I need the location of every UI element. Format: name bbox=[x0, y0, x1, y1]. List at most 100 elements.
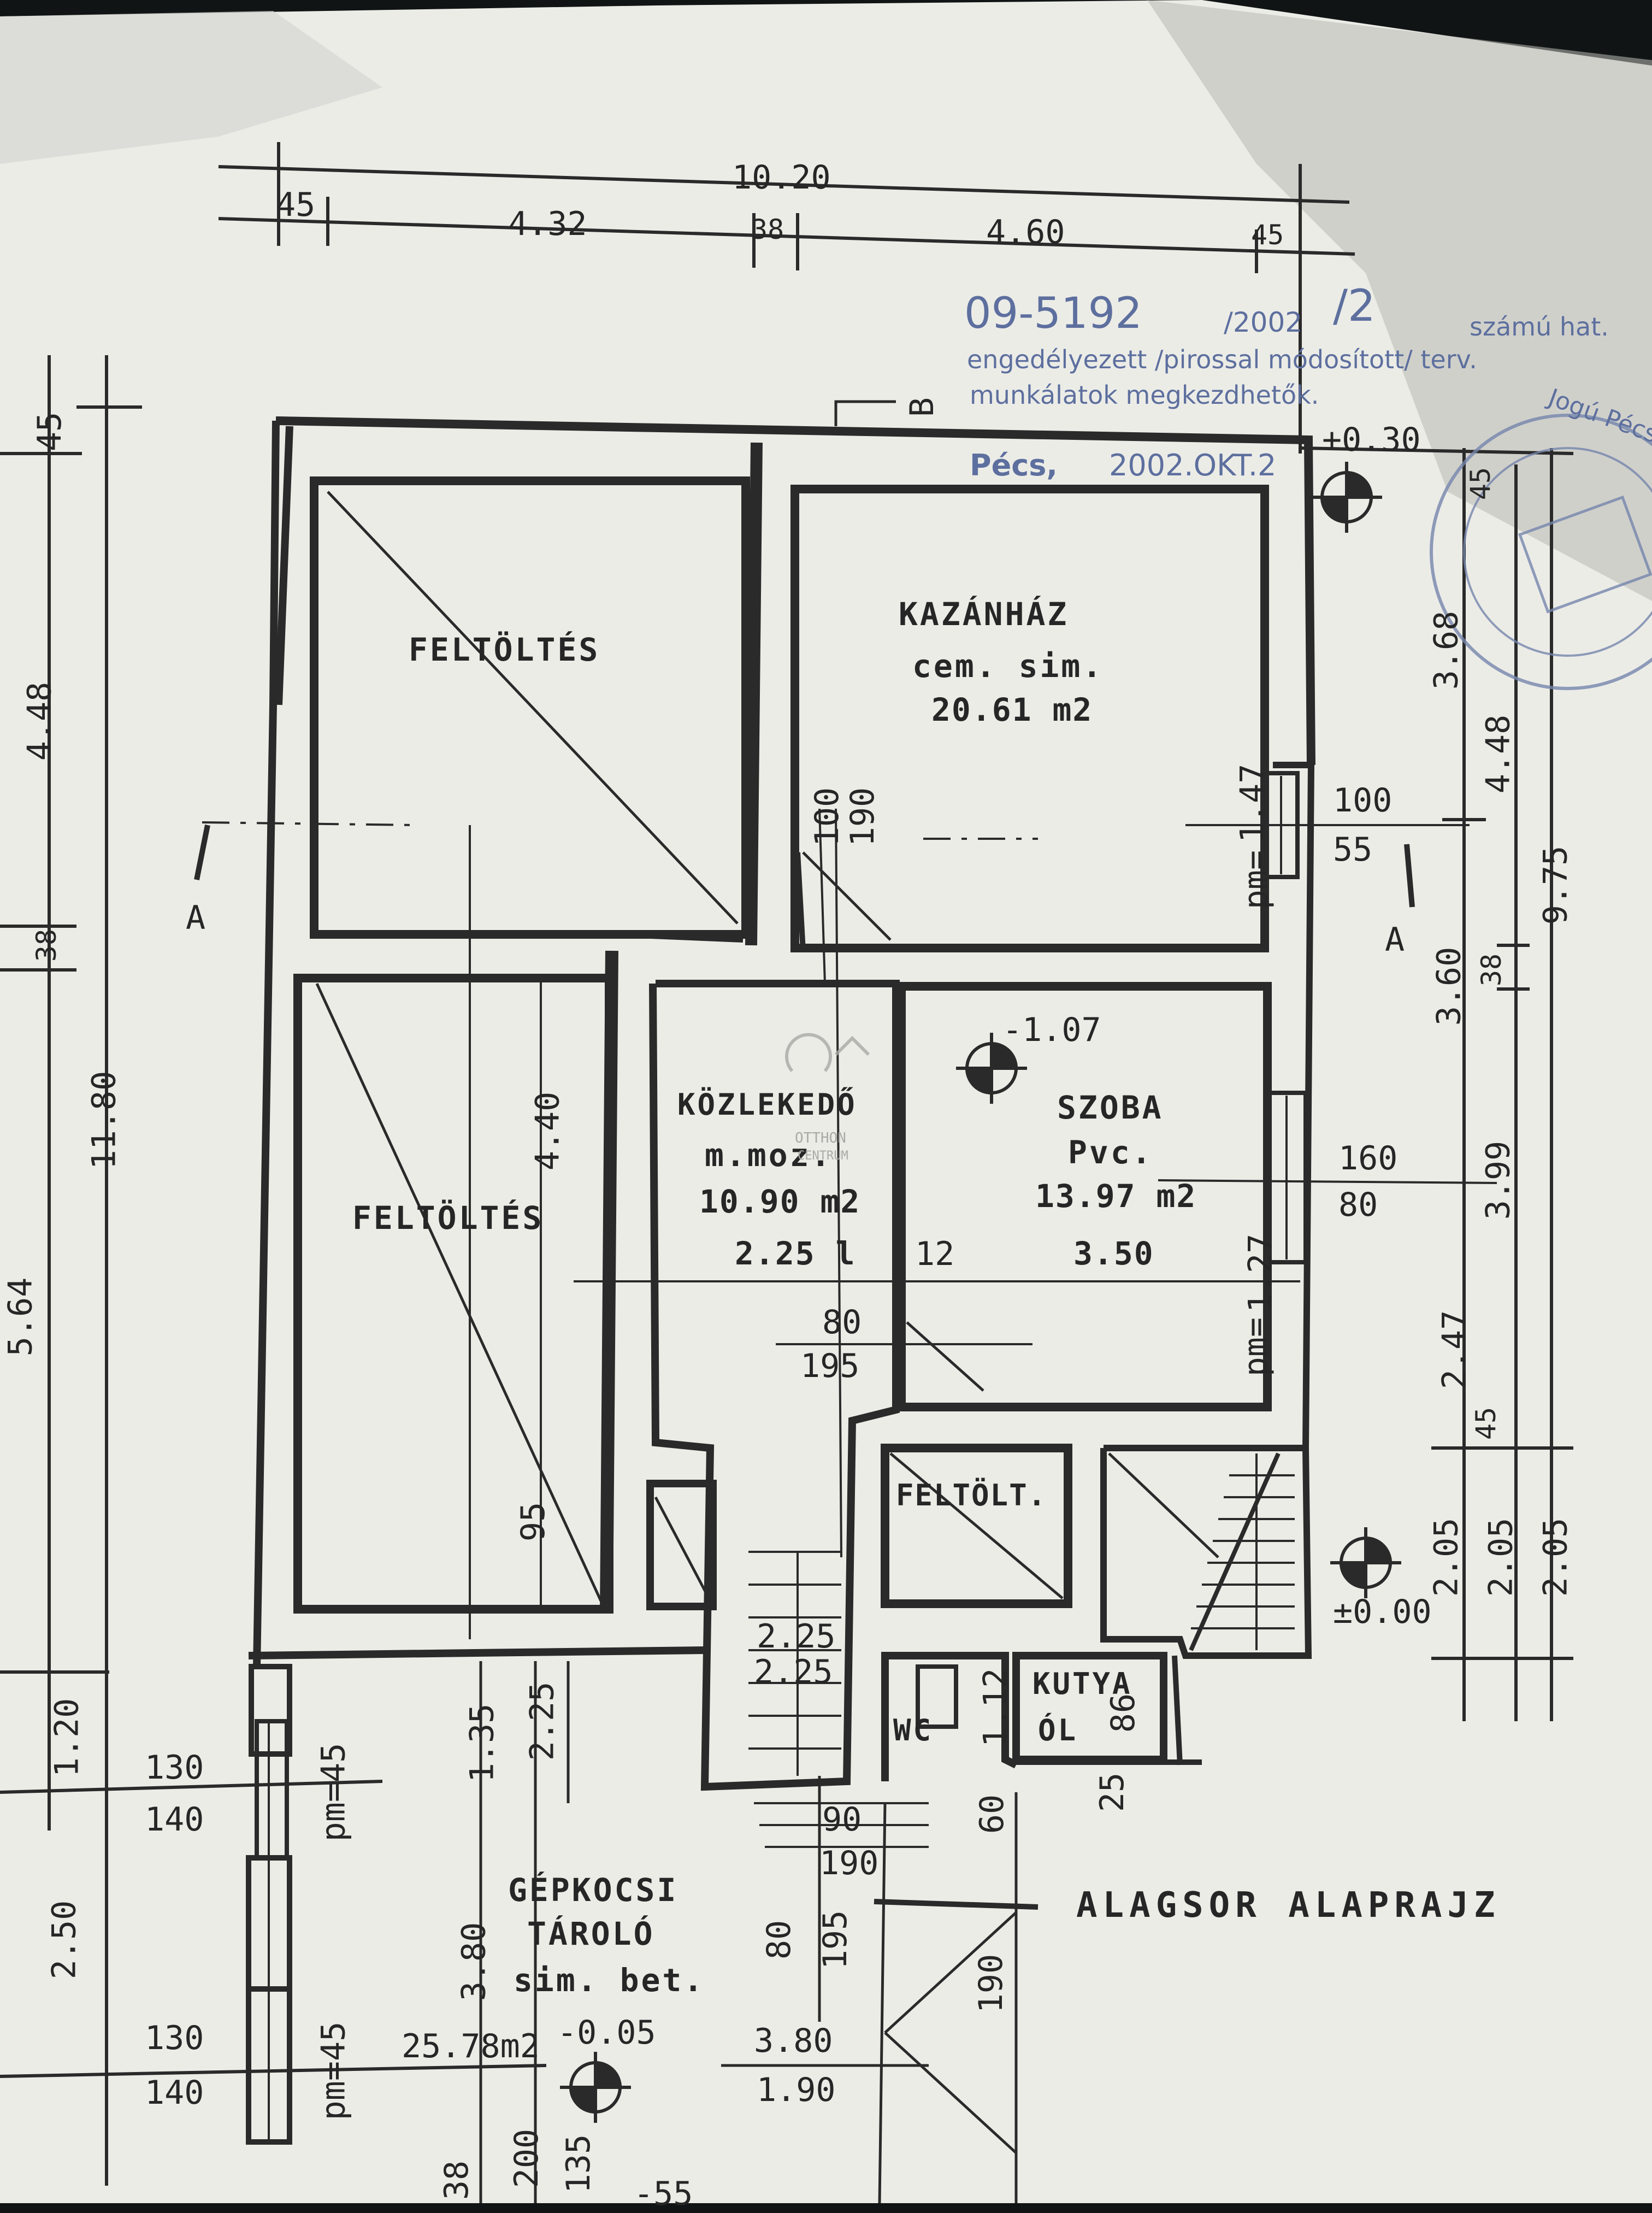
plan-title: ALAGSOR ALAPRAJZ bbox=[1076, 1885, 1501, 1926]
dim-190: 1.90 bbox=[757, 2071, 836, 2109]
dim-right-11: 2.05 bbox=[1536, 1517, 1575, 1597]
stamp-line2: engedélyezett /pirossal módosított/ terv… bbox=[967, 345, 1477, 374]
dim-right-5: 9.75 bbox=[1536, 845, 1575, 925]
room-kazanhaz bbox=[790, 485, 1269, 952]
dim-win-130b: 130 bbox=[145, 2019, 204, 2057]
stairs-center bbox=[748, 1551, 929, 1848]
room-area-kazanhaz: 20.61 m2 bbox=[931, 691, 1093, 728]
section-mark-a-left: A bbox=[186, 899, 206, 937]
dim-190-vert: 190 bbox=[972, 1953, 1011, 2014]
round-stamp bbox=[1430, 414, 1652, 690]
dim-kazan-100: 100 bbox=[1333, 781, 1393, 820]
room-label-kazanhaz: KAZÁNHÁZ bbox=[899, 596, 1069, 633]
room-label-kutya: KUTYA bbox=[1032, 1667, 1132, 1701]
watermark-line1: OTTHON bbox=[795, 1130, 846, 1146]
storage-box bbox=[646, 1480, 717, 1610]
dim-line-top-segments bbox=[218, 217, 1355, 256]
dim-right-7: 2.47 bbox=[1435, 1310, 1474, 1390]
level-top: +0.30 bbox=[1322, 421, 1421, 459]
dim-left-4: 5.64 bbox=[1, 1277, 40, 1357]
room-label-kozlekedo: KÖZLEKEDŐ bbox=[677, 1087, 857, 1122]
garage-label-2: TÁROLÓ bbox=[527, 1915, 655, 1952]
dim-top-seg-4: 45 bbox=[1251, 219, 1284, 251]
room-label-szoba: SZOBA bbox=[1057, 1089, 1164, 1126]
stamp-number: 09-5192 bbox=[964, 289, 1142, 338]
dim-right-6: 3.99 bbox=[1479, 1140, 1518, 1220]
dim-door-195: 195 bbox=[800, 1347, 860, 1385]
dim-right-3: 38 bbox=[1476, 953, 1508, 987]
paper-shadow-left bbox=[0, 11, 382, 164]
dim-12: 12 bbox=[915, 1235, 955, 1273]
dim-left-0: 45 bbox=[31, 411, 69, 452]
room-area-szoba: 13.97 m2 bbox=[1035, 1178, 1197, 1215]
dim-kazan-window: 1.47 bbox=[1233, 763, 1272, 843]
dim-szoba-80: 80 bbox=[1338, 1186, 1378, 1224]
level-ground: ±0.00 bbox=[1333, 1593, 1432, 1631]
dim-left-5: 1.20 bbox=[48, 1698, 86, 1778]
section-mark-a-right: A bbox=[1385, 921, 1405, 959]
dim-38: 38 bbox=[438, 2160, 476, 2200]
room-height-kozlekedo: 2.25 l bbox=[735, 1235, 856, 1272]
dim-kazan-pm: pm= bbox=[1237, 850, 1276, 910]
garage-label-1: GÉPKOCSI bbox=[508, 1871, 678, 1909]
room-wc bbox=[881, 1652, 1018, 1781]
stairs-right bbox=[1100, 1445, 1312, 1659]
room-feltolt-small bbox=[881, 1444, 1072, 1608]
garage-level: -0.05 bbox=[557, 2014, 656, 2052]
watermark-line2: CENTRUM bbox=[798, 1149, 848, 1163]
dim-left-2: 38 bbox=[31, 928, 63, 962]
dim-200: 200 bbox=[508, 2128, 546, 2188]
dim-stair-225: 2.25 bbox=[757, 1617, 836, 1656]
dim-left-6: 2.50 bbox=[45, 1900, 84, 1980]
dim-195-vert: 195 bbox=[816, 1910, 855, 1970]
dim-szoba-160: 160 bbox=[1338, 1139, 1398, 1178]
stamp-year: /2002 bbox=[1224, 307, 1303, 338]
dim-right-8: 45 bbox=[1470, 1406, 1502, 1440]
dim-95: 95 bbox=[514, 1502, 553, 1542]
dim-right-0: 45 bbox=[1465, 467, 1497, 501]
dim-win-140a: 140 bbox=[145, 1800, 204, 1839]
stamp-line3: munkálatok megkezdhetők. bbox=[970, 380, 1319, 410]
dim-door-80: 80 bbox=[822, 1303, 862, 1341]
dim-left-3: 11.80 bbox=[85, 1070, 123, 1170]
stamp-date: 2002.OKT.2 bbox=[1109, 448, 1277, 482]
dim-top-total: 10.20 bbox=[732, 158, 831, 197]
dim-80-vert: 80 bbox=[760, 1920, 799, 1960]
room-label-ol: ÓL bbox=[1038, 1713, 1078, 1747]
dim-25: 25 bbox=[1093, 1772, 1132, 1812]
level-symbol-garage bbox=[560, 2052, 631, 2123]
room-area-kozlekedo: 10.90 m2 bbox=[699, 1183, 861, 1220]
stamp-suffix: számú hat. bbox=[1470, 312, 1609, 342]
room-floor-szoba: Pvc. bbox=[1068, 1134, 1153, 1171]
room-kozlekedo bbox=[649, 980, 900, 1791]
garage-walls bbox=[246, 1664, 292, 2145]
stamp-city: Pécs, bbox=[970, 448, 1058, 482]
room-label-wc: WC bbox=[893, 1713, 934, 1747]
dim-380-vert: 3.80 bbox=[455, 1922, 493, 2002]
outer-wall bbox=[275, 416, 1315, 766]
dim-szoba-pm: pm= bbox=[1237, 1317, 1276, 1377]
room-label-feltoltes-left: FELTÖLTÉS bbox=[352, 1199, 544, 1237]
dim-right-2: 4.48 bbox=[1479, 714, 1518, 794]
dim-60: 60 bbox=[973, 1794, 1012, 1834]
dim-pm45b: pm=45 bbox=[314, 2021, 353, 2121]
dim-line-top-total bbox=[218, 165, 1350, 204]
dim-right-9: 2.05 bbox=[1427, 1517, 1466, 1597]
dim-right-4: 3.60 bbox=[1430, 946, 1468, 1026]
dim-win-130a: 130 bbox=[145, 1749, 204, 1787]
dim-top-seg-0: 45 bbox=[276, 186, 316, 224]
room-floor-kozlekedo: m.moz. bbox=[705, 1137, 833, 1174]
level-symbol-mid bbox=[956, 1033, 1027, 1104]
dim-380: 3.80 bbox=[754, 2022, 833, 2060]
level-symbol-top bbox=[1311, 462, 1382, 533]
room-label-feltolt-small: FELTÖLT. bbox=[896, 1478, 1047, 1512]
dim-225-vert: 2.25 bbox=[523, 1681, 562, 1761]
section-mark-b: B bbox=[903, 397, 942, 417]
dim-door-100: 100 bbox=[808, 787, 847, 847]
dim-112: 1.12 bbox=[976, 1668, 1015, 1747]
dim-right-1: 3.68 bbox=[1427, 610, 1466, 690]
room-height-szoba: 3.50 bbox=[1073, 1235, 1154, 1272]
stamp-fraction: /2 bbox=[1333, 280, 1376, 331]
garage-area: 25.78m2 bbox=[402, 2027, 540, 2065]
